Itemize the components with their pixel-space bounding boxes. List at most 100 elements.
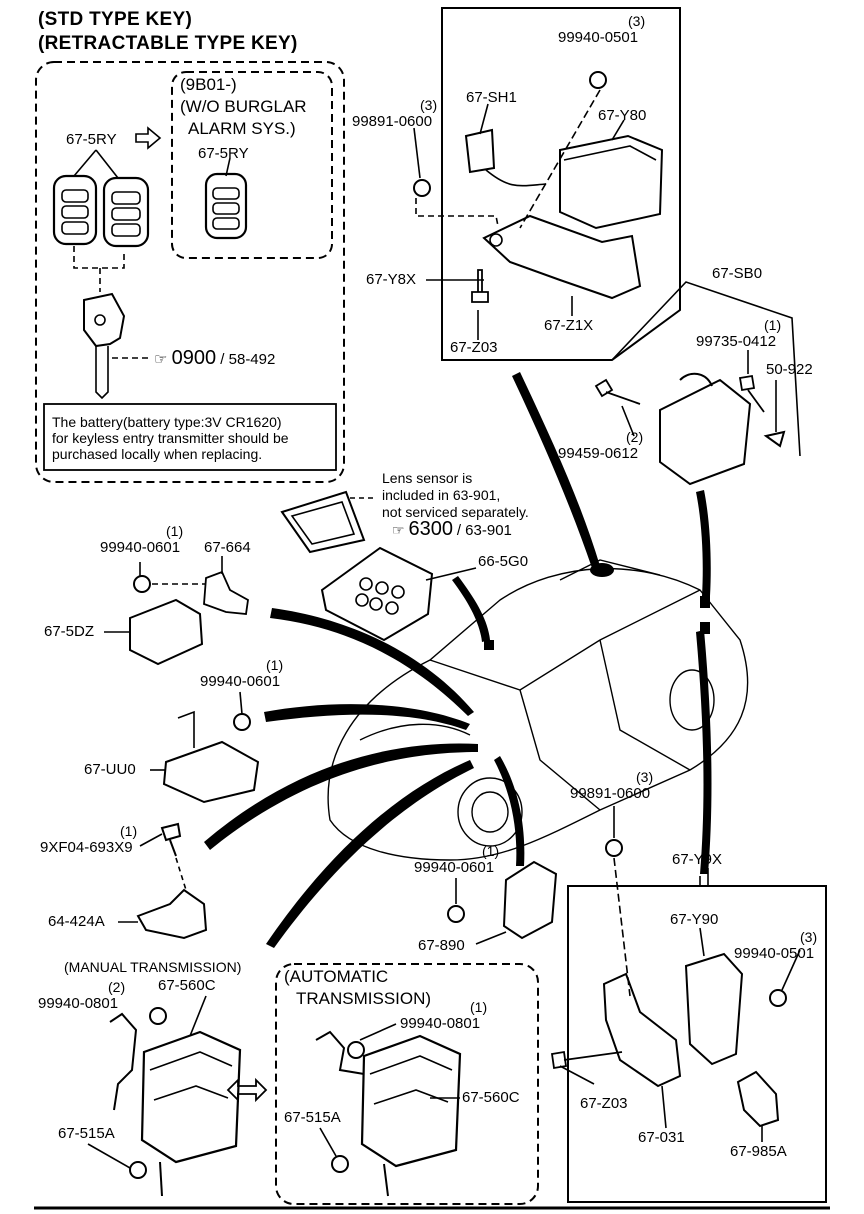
part-67-y80[interactable]: 67-Y80 [598,107,647,124]
part-99940-0601-a[interactable]: 99940-0601 [100,539,181,556]
part-9xf04-693x9[interactable]: 9XF04-693X9 [40,839,133,856]
part-67-z03-top[interactable]: 67-Z03 [450,339,498,356]
part-99891-0600-top[interactable]: 99891-0600 [352,113,433,130]
qty-99891-0600-top: (3) [420,97,438,113]
module-67-890-shape [502,860,558,940]
variant-wo-burglar-label: (W/O BURGLAR [180,97,307,116]
lens-note-line3: not serviced separately. [382,504,529,520]
lens-ref-sub: / 63-901 [456,522,512,539]
part-67-y8x[interactable]: 67-Y8X [366,271,417,288]
hand-pointer-icon: ☞ [154,351,168,368]
key-ref-sub: / 58-492 [220,351,276,368]
bracket-auto-shape [315,1030,365,1075]
lens-reference[interactable]: ☞ 6300 / 63-901 [392,518,512,540]
variant-9b01-label: (9B01-) [180,75,237,94]
part-99940-0601-b[interactable]: 99940-0601 [200,673,281,690]
battery-note-line3: purchased locally when replacing. [52,446,263,462]
key-section-box [35,61,345,483]
part-67-664[interactable]: 67-664 [204,539,251,556]
qty-9xf04-693x9: (1) [120,823,138,839]
bracket-64-424a-shape [136,888,208,940]
key-reference[interactable]: ☞ 0900 / 58-492 [154,348,275,368]
y8x-box [441,7,681,361]
nut-icon-0501-bot [769,989,787,1007]
bolt-icon-z03-top [471,269,489,303]
battery-note-box [43,403,337,471]
part-67-uu0[interactable]: 67-UU0 [84,761,136,778]
variant-alarm-sys-label: ALARM SYS.) [188,119,296,138]
part-67-5ry-left[interactable]: 67-5RY [66,131,117,148]
part-67-y9x[interactable]: 67-Y9X [672,851,723,868]
module-67-5dz-shape [129,598,204,666]
qty-99940-0601-a: (1) [166,523,184,539]
part-67-sb0[interactable]: 67-SB0 [712,265,763,282]
part-67-560c-a[interactable]: 67-560C [462,1089,520,1106]
module-67-uu0-shape [162,740,260,804]
battery-note: The battery(battery type:3V CR1620) for … [52,414,342,462]
qty-99940-0501-top: (3) [628,13,646,29]
hollow-arrow-key [135,126,162,150]
mechanical-key-shape [83,292,126,400]
lens-sensor-note: Lens sensor is included in 63-901, not s… [382,470,529,539]
part-67-z03-bot[interactable]: 67-Z03 [580,1095,628,1112]
part-67-031[interactable]: 67-031 [638,1129,685,1146]
header-std-type-key: (STD TYPE KEY) [38,9,193,30]
fuse-block-manual-shape [140,1030,242,1164]
lens-ref-main: 6300 [408,518,453,540]
module-66-5g0-shape [320,546,434,642]
part-99940-0601-c[interactable]: 99940-0601 [414,859,495,876]
battery-note-line2: for keyless entry transmitter should be [52,430,289,446]
part-67-515a-a[interactable]: 67-515A [284,1109,341,1126]
y9x-box [567,885,827,1203]
part-67-z1x[interactable]: 67-Z1X [544,317,594,334]
nut-icon-0600-top [413,179,431,197]
bracket-67-664-shape [203,570,249,615]
part-99940-0801-a[interactable]: 99940-0801 [400,1015,481,1032]
qty-99891-0600-mid: (3) [636,769,654,785]
lens-note-line1: Lens sensor is [382,470,473,486]
clip-icon-515a-a [331,1155,349,1173]
part-99940-0501-top[interactable]: 99940-0501 [558,29,639,46]
nut-icon-0600-mid [605,839,623,857]
part-67-985a[interactable]: 67-985A [730,1143,787,1160]
bolt-icon-0412 [738,374,765,413]
part-99459-0612[interactable]: 99459-0612 [558,445,639,462]
nut-icon-0601-c [447,905,465,923]
qty-99940-0801-a: (1) [470,999,488,1015]
part-99735-0412[interactable]: 99735-0412 [696,333,777,350]
battery-note-line1: The battery(battery type:3V CR1620) [52,414,282,430]
module-67-y90-shape [684,952,744,1066]
connector-67-985a-shape [736,1070,780,1128]
clip-icon-515a-m [129,1161,147,1179]
screw-icon-9xf04 [160,822,182,857]
y8x-bracket-shape [482,214,642,300]
part-99940-0501-bot[interactable]: 99940-0501 [734,945,815,962]
part-99940-0801-m[interactable]: 99940-0801 [38,995,119,1012]
part-67-5dz[interactable]: 67-5DZ [44,623,95,640]
sh1-connector-shape [464,128,496,174]
automatic-box [275,963,539,1205]
part-67-y90[interactable]: 67-Y90 [670,911,719,928]
nut-icon-0801-m [149,1007,167,1025]
part-50-922[interactable]: 50-922 [766,361,813,378]
bracket-67-031-shape [602,972,682,1088]
manual-transmission-label: (MANUAL TRANSMISSION) [64,959,242,975]
part-67-515a-m[interactable]: 67-515A [58,1125,115,1142]
bolt-icon-z03-bot [550,1050,623,1070]
part-99891-0600-mid[interactable]: 99891-0600 [570,785,651,802]
part-66-5g0[interactable]: 66-5G0 [478,553,529,570]
qty-99735-0412: (1) [764,317,782,333]
nut-icon-0601-b [233,713,251,731]
automatic-transmission-label-2: TRANSMISSION) [296,989,432,1008]
lens-note-line2: included in 63-901, [382,487,501,503]
part-67-890[interactable]: 67-890 [418,937,465,954]
part-67-sh1[interactable]: 67-SH1 [466,89,517,106]
qty-99940-0601-c: (1) [482,843,500,859]
nut-icon-0601-a [133,575,151,593]
part-64-424a[interactable]: 64-424A [48,913,105,930]
sb0-box-line [611,281,801,457]
part-67-560c-m[interactable]: 67-560C [158,977,216,994]
part-67-5ry-right[interactable]: 67-5RY [198,145,249,162]
clip-icon-50922 [763,430,786,448]
